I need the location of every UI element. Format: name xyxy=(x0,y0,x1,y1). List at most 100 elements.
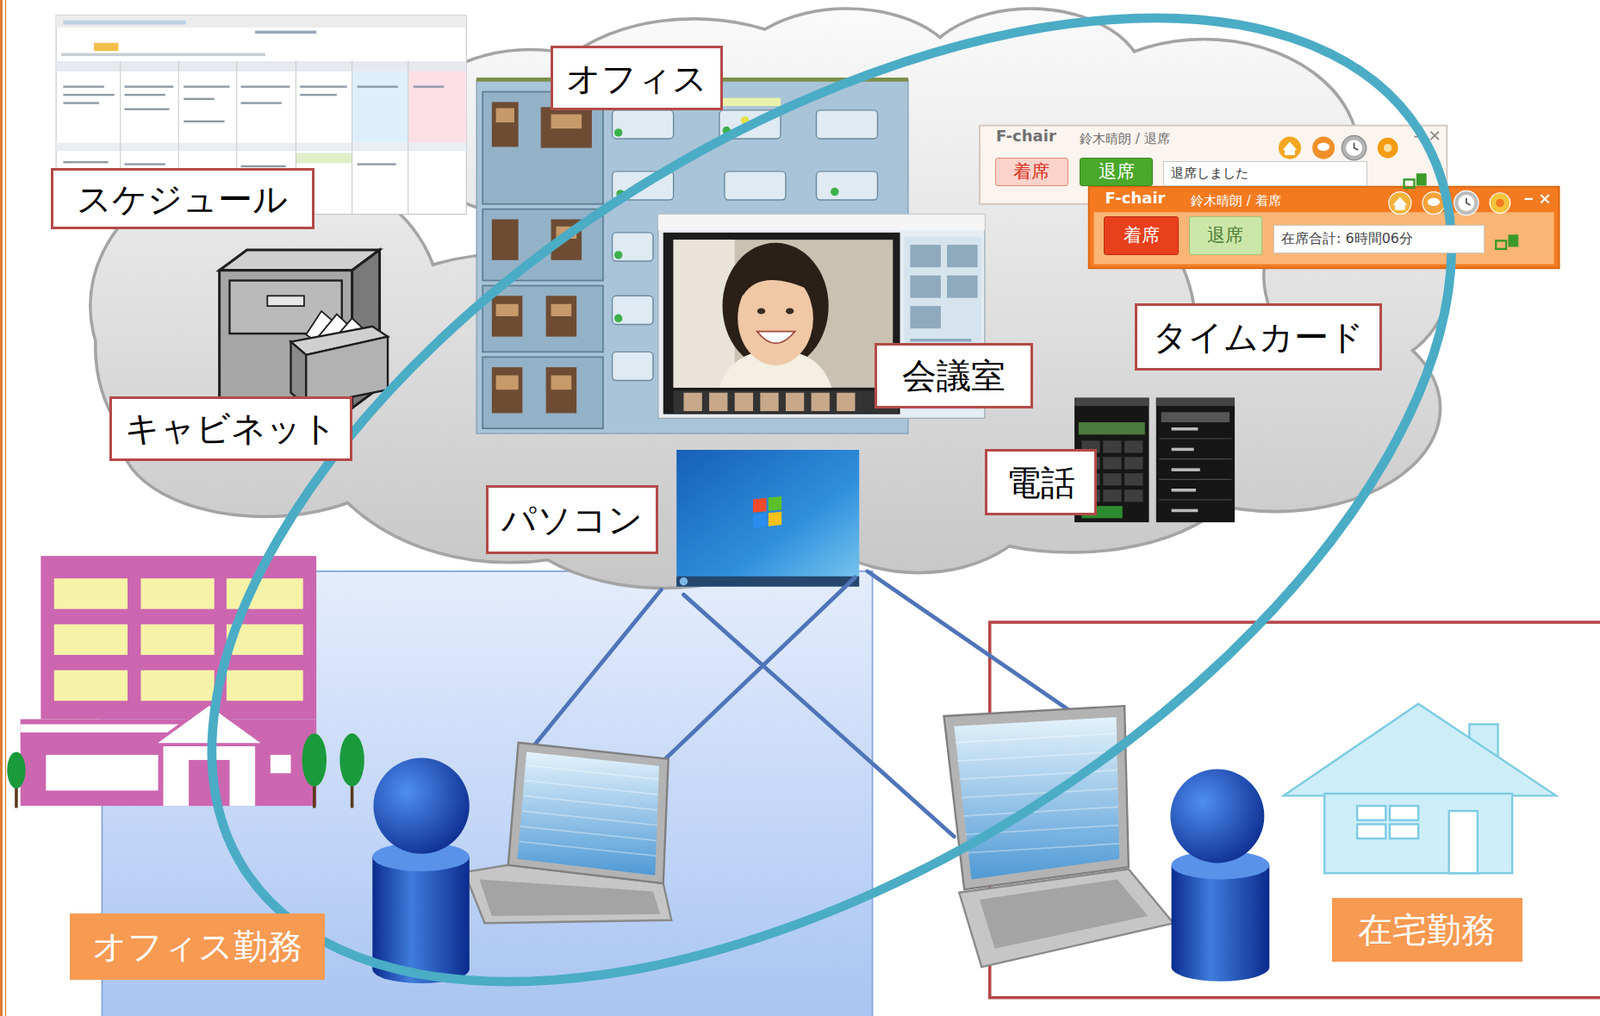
cabinet-icon xyxy=(219,249,388,408)
fchair-window-2 xyxy=(1507,234,1519,247)
phone-screenshot xyxy=(1074,398,1149,406)
video-window xyxy=(757,331,796,344)
schedule-screenshot xyxy=(183,85,230,88)
office-screenshot xyxy=(551,375,573,391)
office-screenshot xyxy=(491,101,519,147)
label-text: 電話 xyxy=(1006,462,1076,503)
label-text: オフィス xyxy=(566,58,708,99)
phone-screenshot xyxy=(1102,456,1121,469)
person xyxy=(372,758,470,984)
laptop xyxy=(508,742,669,884)
tree xyxy=(6,733,365,808)
schedule-screenshot xyxy=(183,98,215,100)
schedule-screenshot xyxy=(295,153,352,164)
office-building xyxy=(140,623,214,655)
schedule-screenshot xyxy=(299,93,337,96)
office-screenshot xyxy=(491,219,519,261)
fchair-window-1 xyxy=(1312,136,1335,160)
laptop xyxy=(967,843,1120,853)
fchair-window-2 xyxy=(1094,211,1555,264)
fchair-window-1 xyxy=(1317,143,1330,151)
laptop xyxy=(464,742,672,924)
schedule-screenshot xyxy=(255,31,317,35)
schedule-screenshot xyxy=(93,43,119,51)
pc-screenshot xyxy=(768,496,782,511)
fchair-window-2 xyxy=(1454,190,1479,215)
office-screenshot xyxy=(546,295,578,337)
video-window xyxy=(742,263,813,296)
video-window xyxy=(946,275,978,299)
office-screenshot xyxy=(612,110,674,139)
video-window xyxy=(658,214,985,231)
app-title: F-chair xyxy=(1105,189,1166,208)
schedule-screenshot xyxy=(124,93,165,96)
video-window xyxy=(663,232,901,415)
office-screenshot xyxy=(612,295,654,324)
phone-screenshot xyxy=(1158,438,1232,500)
office-building xyxy=(40,555,317,719)
video-window xyxy=(785,307,794,314)
video-window xyxy=(757,307,766,314)
label-box: タイムカード xyxy=(1134,303,1383,371)
cloud xyxy=(92,10,1450,587)
office-building xyxy=(54,670,128,702)
video-window xyxy=(909,244,978,352)
laptop xyxy=(516,751,660,875)
app-window: F-chair鈴木晴朗 / 着席着席退席在席合計: 6時間06分 xyxy=(1089,186,1560,269)
fchair-window-2 xyxy=(1524,198,1532,200)
laptop xyxy=(961,788,1119,798)
cabinet-icon xyxy=(267,295,305,306)
phone-screenshot xyxy=(1156,398,1235,523)
schedule-screenshot xyxy=(408,71,467,144)
phone-screenshot xyxy=(1074,398,1235,523)
user-status: 鈴木晴朗 / 退席 xyxy=(1079,131,1171,147)
phone-screenshot xyxy=(1161,411,1230,423)
office-building xyxy=(20,555,317,806)
office-screenshot xyxy=(614,128,623,137)
schedule-screenshot xyxy=(183,120,225,123)
tree xyxy=(339,733,364,787)
phone-screenshot xyxy=(1171,509,1199,513)
schedule-screenshot xyxy=(61,53,266,57)
office-building xyxy=(140,670,214,702)
label-text: 在席合計: 6時間06分 xyxy=(1281,230,1414,247)
phone-screenshot xyxy=(1171,427,1201,512)
video-window xyxy=(909,244,941,268)
phone-screenshot xyxy=(1171,448,1195,452)
video-window xyxy=(836,392,855,411)
office-screenshot xyxy=(830,187,839,196)
schedule-screenshot xyxy=(124,107,169,110)
window-button: 着席 xyxy=(1103,216,1178,256)
office-screenshot xyxy=(724,171,786,200)
video-window xyxy=(785,392,804,411)
fchair-window-2 xyxy=(1457,194,1475,212)
phone-screenshot xyxy=(1156,398,1235,406)
schedule-screenshot xyxy=(352,71,409,144)
phone-screenshot xyxy=(1124,489,1143,502)
label-text: キャビネット xyxy=(124,408,337,449)
house-icon xyxy=(1389,823,1419,839)
phone-screenshot xyxy=(1171,488,1196,492)
pc-screenshot xyxy=(679,577,688,586)
fchair-window-1 xyxy=(1341,135,1366,160)
pc-screenshot xyxy=(676,449,860,587)
video-window xyxy=(683,392,855,411)
office-building xyxy=(54,578,304,701)
fchair-window-1 xyxy=(1377,137,1399,159)
label-box: オフィス xyxy=(550,45,723,111)
work-style-label: 在宅勤務 xyxy=(1332,897,1523,961)
phone-screenshot xyxy=(1171,427,1199,431)
video-window xyxy=(811,392,830,411)
laptop xyxy=(522,810,657,826)
office-screenshot xyxy=(482,285,604,352)
fchair-window-1 xyxy=(1430,131,1439,140)
office-building xyxy=(226,670,304,702)
network-line xyxy=(683,594,954,837)
schedule-screenshot xyxy=(124,85,174,88)
video-window xyxy=(734,392,754,411)
video-window xyxy=(909,338,972,343)
label-text: オフィス勤務 xyxy=(92,926,303,966)
schedule-screenshot xyxy=(62,161,108,163)
work-style-label: オフィス勤務 xyxy=(69,913,325,980)
office-screenshot xyxy=(614,314,623,323)
